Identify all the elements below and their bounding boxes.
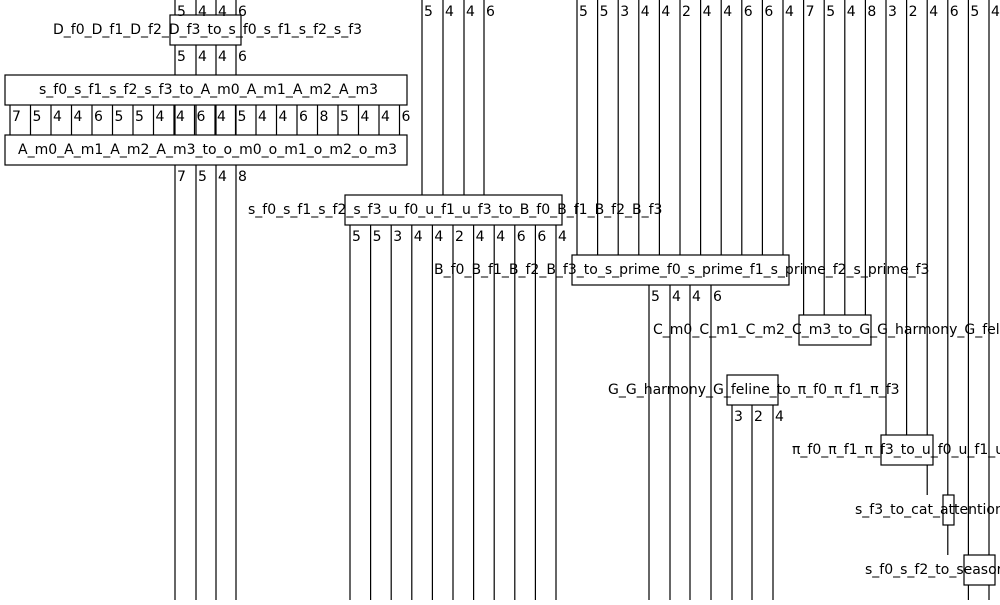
edge-size-label: 4	[558, 229, 567, 245]
edge-size-label: 4	[381, 109, 390, 125]
edge-size-label: 2	[455, 229, 464, 245]
edge-size-label: 7	[177, 169, 186, 185]
edge-size-label: 6	[537, 229, 546, 245]
box-a-to-o	[4, 134, 408, 166]
box-s02-to-season-label: s_f0_s_f2_to_seasor	[865, 562, 1000, 578]
box-s02-to-season	[963, 554, 996, 586]
edge-size-label: 6	[197, 109, 206, 125]
edge-size-label: 5	[970, 4, 979, 20]
edge-size-label: 4	[775, 409, 784, 425]
edge-size-label: 2	[909, 4, 918, 20]
edge-size-label: 4	[279, 109, 288, 125]
edge-size-label: 6	[238, 4, 247, 20]
edge-size-label: 4	[361, 109, 370, 125]
edge-size-label: 5	[826, 4, 835, 20]
edge-size-label: 4	[156, 109, 165, 125]
box-s-u-to-b-label: s_f0_s_f1_s_f2_s_f3_u_f0_u_f1_u_f3_to_B_…	[248, 202, 662, 218]
edge-size-label: 2	[682, 4, 691, 20]
edge-size-label: 4	[496, 229, 505, 245]
edge-size-label: 6	[744, 4, 753, 20]
edge-size-label: 4	[53, 109, 62, 125]
edge-size-label: 5	[115, 109, 124, 125]
edge-size-label: 5	[600, 4, 609, 20]
edge-size-label: 4	[218, 49, 227, 65]
edge-size-label: 4	[991, 4, 1000, 20]
box-a-to-o-label: A_m0_A_m1_A_m2_A_m3_to_o_m0_o_m1_o_m2_o_…	[18, 142, 397, 158]
edge-size-label: 6	[764, 4, 773, 20]
edge-size-label: 4	[929, 4, 938, 20]
box-b-to-sprime	[571, 254, 790, 286]
edge-size-label: 6	[713, 289, 722, 305]
edge-size-label: 3	[888, 4, 897, 20]
box-b-to-sprime-label: B_f0_B_f1_B_f2_B_f3_to_s_prime_f0_s_prim…	[434, 262, 929, 278]
edge-size-label: 4	[476, 229, 485, 245]
edge-size-label: 8	[867, 4, 876, 20]
box-c-to-g	[798, 314, 872, 346]
edge-size-label: 5	[177, 4, 186, 20]
box-s3-to-cat-label: s_f3_to_cat_attention	[855, 502, 1000, 518]
edge-size-label: 4	[692, 289, 701, 305]
edge-size-label: 4	[218, 4, 227, 20]
edge-size-label: 4	[723, 4, 732, 20]
edge-size-label: 4	[176, 109, 185, 125]
edge-size-label: 4	[218, 169, 227, 185]
edge-size-label: 6	[402, 109, 411, 125]
edge-size-label: 4	[414, 229, 423, 245]
box-d-to-s	[169, 14, 242, 46]
box-c-to-g-label: C_m0_C_m1_C_m2_C_m3_to_G_G_harmony_G_fel…	[653, 322, 1000, 338]
edge-size-label: 5	[579, 4, 588, 20]
edge-size-label: 5	[340, 109, 349, 125]
edge-size-label: 5	[651, 289, 660, 305]
edge-size-label: 7	[12, 109, 21, 125]
box-d-to-s-label: D_f0_D_f1_D_f2_D_f3_to_s_f0_s_f1_s_f2_s_…	[53, 22, 362, 38]
edge-size-label: 6	[299, 109, 308, 125]
edge-size-label: 5	[352, 229, 361, 245]
edge-size-label: 6	[517, 229, 526, 245]
edge-size-label: 4	[672, 289, 681, 305]
edge-size-label: 3	[620, 4, 629, 20]
edge-size-label: 5	[238, 109, 247, 125]
edge-size-label: 6	[238, 49, 247, 65]
edge-size-label: 4	[641, 4, 650, 20]
edge-size-label: 5	[135, 109, 144, 125]
edge-size-label: 4	[785, 4, 794, 20]
edge-size-label: 6	[950, 4, 959, 20]
edge-size-label: 5	[177, 49, 186, 65]
edge-size-label: 5	[424, 4, 433, 20]
box-g-to-pi	[726, 374, 779, 406]
edge-size-label: 4	[198, 49, 207, 65]
box-s3-to-cat	[942, 494, 955, 526]
edge-size-label: 4	[661, 4, 670, 20]
edge-size-label: 5	[33, 109, 42, 125]
box-s-to-a-label: s_f0_s_f1_s_f2_s_f3_to_A_m0_A_m1_A_m2_A_…	[39, 82, 378, 98]
edge-size-label: 7	[806, 4, 815, 20]
edge-size-label: 4	[198, 4, 207, 20]
edge-size-label: 3	[393, 229, 402, 245]
edge-size-label: 4	[466, 4, 475, 20]
edge-size-label: 5	[373, 229, 382, 245]
box-s-u-to-b	[344, 194, 563, 226]
edge-size-label: 4	[258, 109, 267, 125]
edge-size-label: 8	[238, 169, 247, 185]
edge-size-label: 6	[94, 109, 103, 125]
edge-size-label: 3	[734, 409, 743, 425]
edge-size-label: 4	[74, 109, 83, 125]
edge-size-label: 4	[217, 109, 226, 125]
edge-size-label: 5	[198, 169, 207, 185]
edge-size-label: 6	[486, 4, 495, 20]
edge-size-label: 4	[445, 4, 454, 20]
edge-size-label: 8	[320, 109, 329, 125]
edge-size-label: 4	[847, 4, 856, 20]
box-pi-to-u	[880, 434, 934, 466]
edge-size-label: 4	[434, 229, 443, 245]
box-pi-to-u-label: π_f0_π_f1_π_f3_to_u_f0_u_f1_u	[792, 442, 1000, 458]
edge-size-label: 4	[703, 4, 712, 20]
box-g-to-pi-label: G_G_harmony_G_feline_to_π_f0_π_f1_π_f3	[608, 382, 900, 398]
edge-size-label: 2	[754, 409, 763, 425]
box-s-to-a	[4, 74, 408, 106]
